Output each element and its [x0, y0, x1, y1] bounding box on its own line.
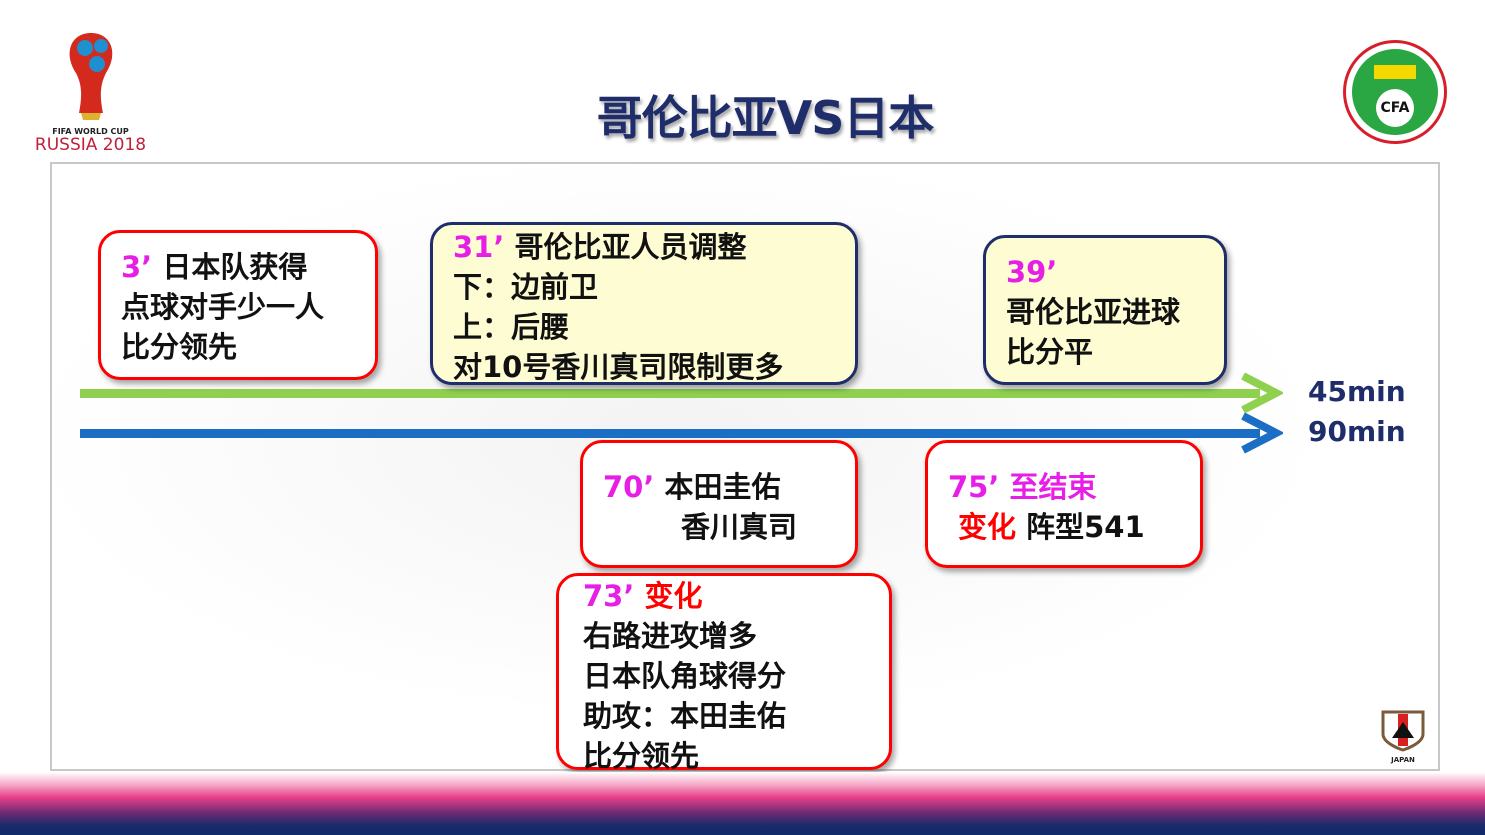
event-box-75min: 75’ 至结束 变化 阵型541: [925, 440, 1203, 568]
event-change: 变化: [958, 510, 1017, 544]
second-half-arrow: [80, 429, 1260, 438]
event-time: 75’: [948, 470, 1000, 504]
event-box-39min: 39’ 哥伦比亚进球 比分平: [983, 235, 1227, 385]
event-line: 比分平: [1006, 335, 1094, 369]
event-line: 右路进攻增多: [583, 619, 758, 653]
event-line: 助攻：本田圭佑: [583, 699, 787, 733]
event-time: 70’: [603, 470, 655, 504]
event-line: 本田圭佑: [664, 470, 781, 504]
footer-gradient-bar: [0, 772, 1485, 835]
event-time: 39’: [1006, 255, 1058, 289]
first-half-arrow: [80, 389, 1260, 398]
event-line: 下：边前卫: [453, 270, 599, 304]
jfa-crest-icon: [1381, 710, 1425, 752]
event-line: 点球对手少一人: [121, 290, 325, 324]
event-line: 日本队角球得分: [583, 659, 787, 693]
event-line: 对10号香川真司限制更多: [453, 350, 784, 384]
event-box-70min: 70’ 本田圭佑 香川真司: [580, 440, 858, 568]
event-line: 至结束: [1009, 470, 1097, 504]
jfa-logo: JAPAN: [1374, 708, 1432, 766]
event-box-73min: 73’ 变化 右路进攻增多 日本队角球得分 助攻：本田圭佑 比分领先: [556, 573, 892, 773]
fifa-logo-line2: RUSSIA 2018: [34, 135, 147, 155]
label-90min: 90min: [1308, 415, 1406, 448]
cfa-logo: CFA: [1343, 40, 1447, 144]
event-box-31min: 31’ 哥伦比亚人员调整 下：边前卫 上：后腰 对10号香川真司限制更多: [430, 222, 858, 385]
event-line: 哥伦比亚进球: [1006, 295, 1181, 329]
event-line: 比分领先: [583, 739, 700, 773]
arrow-head-icon: [1241, 413, 1283, 454]
jfa-logo-text: JAPAN: [1391, 756, 1415, 764]
event-line: 哥伦比亚人员调整: [514, 230, 747, 264]
page-title: 哥伦比亚VS日本: [596, 91, 935, 145]
trophy-icon: [69, 33, 112, 120]
event-line: 阵型541: [1016, 510, 1145, 544]
event-line: 日本队获得: [162, 250, 308, 284]
event-time: 3’: [121, 250, 153, 284]
event-time: 73’: [583, 579, 635, 613]
event-line: 变化: [644, 579, 703, 613]
event-line: 香川真司: [681, 510, 798, 544]
event-time: 31’: [453, 230, 505, 264]
fifa-world-cup-2018-logo: FIFA WORLD CUP RUSSIA 2018: [28, 28, 153, 158]
label-45min: 45min: [1308, 375, 1406, 408]
arrow-head-icon: [1241, 373, 1283, 414]
cfa-logo-text: CFA: [1376, 89, 1414, 127]
event-box-3min: 3’ 日本队获得 点球对手少一人 比分领先: [98, 230, 378, 380]
event-line: 比分领先: [121, 330, 238, 364]
fifa-logo-line1: FIFA WORLD CUP: [52, 127, 129, 136]
event-line: 上：后腰: [453, 310, 570, 344]
